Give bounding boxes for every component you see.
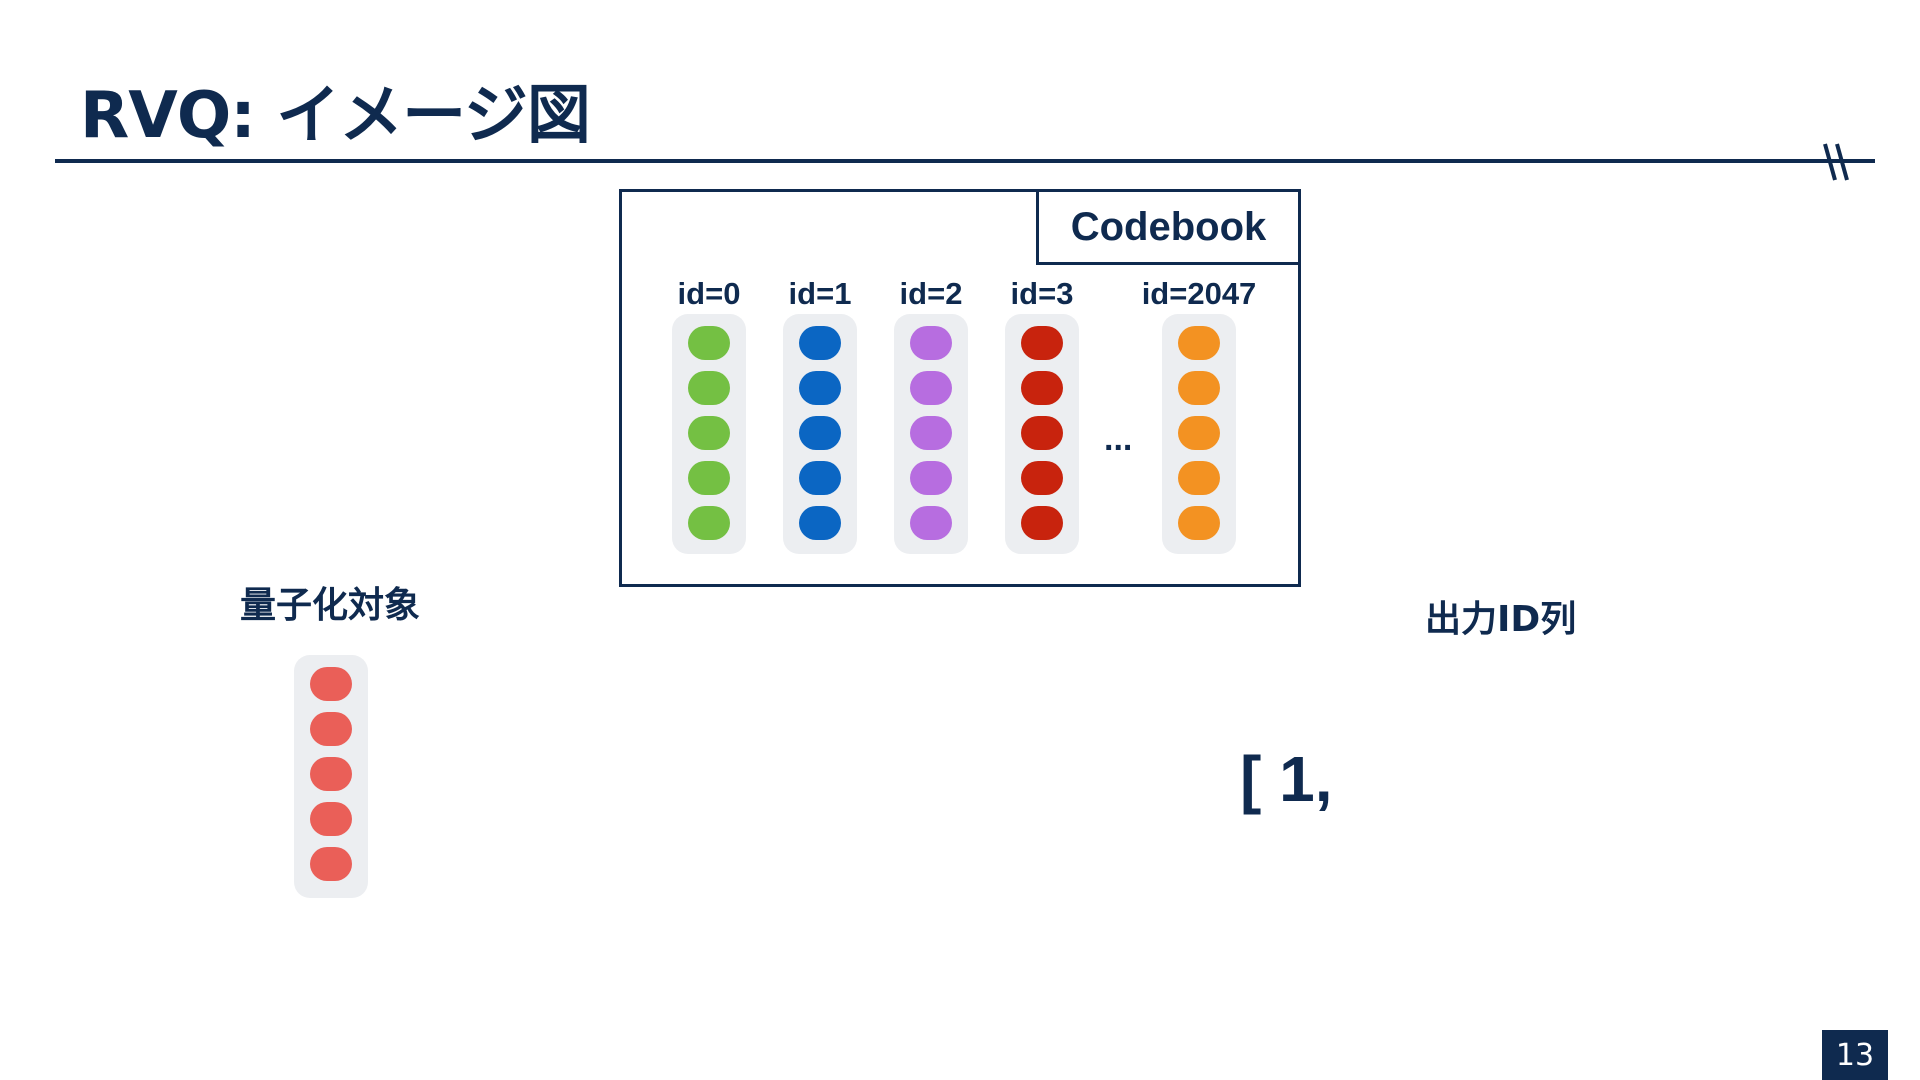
vector-element: [1021, 326, 1063, 360]
vector-element: [1178, 416, 1220, 450]
vector-element: [799, 506, 841, 540]
vector-element: [799, 416, 841, 450]
vector-element: [310, 802, 352, 836]
vector-element: [688, 371, 730, 405]
page-number: 13: [1822, 1030, 1888, 1080]
codebook-id-label: id=2: [899, 276, 963, 311]
output-id-sequence-label: 出力ID列: [1425, 599, 1577, 640]
vector-element: [1021, 416, 1063, 450]
vector-element: [910, 371, 952, 405]
vector-element: [910, 416, 952, 450]
codebook-frame: [619, 189, 1301, 587]
codebook-vector: [783, 314, 857, 554]
output-id-sequence: [ 1,: [1240, 743, 1333, 815]
codebook-id-label: id=0: [677, 276, 741, 311]
vector-element: [310, 712, 352, 746]
codebook-id-label: id=2047: [1141, 276, 1257, 311]
vector-element: [688, 461, 730, 495]
vector-element: [1178, 461, 1220, 495]
title-divider: [55, 159, 1875, 163]
vector-element: [310, 667, 352, 701]
target-vector-body: [294, 655, 368, 898]
vector-element: [910, 326, 952, 360]
vector-element: [1021, 461, 1063, 495]
codebook-vector: [672, 314, 746, 554]
vector-element: [799, 371, 841, 405]
vector-element: [688, 326, 730, 360]
vector-element: [310, 847, 352, 881]
quantization-target-label: 量子化対象: [240, 585, 421, 626]
vector-element: [688, 416, 730, 450]
vector-element: [310, 757, 352, 791]
codebook-ellipsis: ...: [1104, 420, 1133, 458]
vector-element: [1021, 506, 1063, 540]
vector-element: [1178, 371, 1220, 405]
codebook-vector: [1005, 314, 1079, 554]
codebook-id-label: id=3: [1010, 276, 1074, 311]
vector-element: [910, 461, 952, 495]
page-title: RVQ: イメージ図: [80, 79, 591, 153]
codebook-vector: [894, 314, 968, 554]
codebook-id-label: id=1: [788, 276, 852, 311]
vector-element: [910, 506, 952, 540]
vector-element: [799, 326, 841, 360]
vector-element: [1021, 371, 1063, 405]
break-mark-icon: [1823, 143, 1849, 181]
vector-element: [1178, 506, 1220, 540]
vector-element: [1178, 326, 1220, 360]
codebook-label: Codebook: [1036, 189, 1301, 265]
vector-element: [688, 506, 730, 540]
codebook-vector: [1162, 314, 1236, 554]
vector-element: [799, 461, 841, 495]
